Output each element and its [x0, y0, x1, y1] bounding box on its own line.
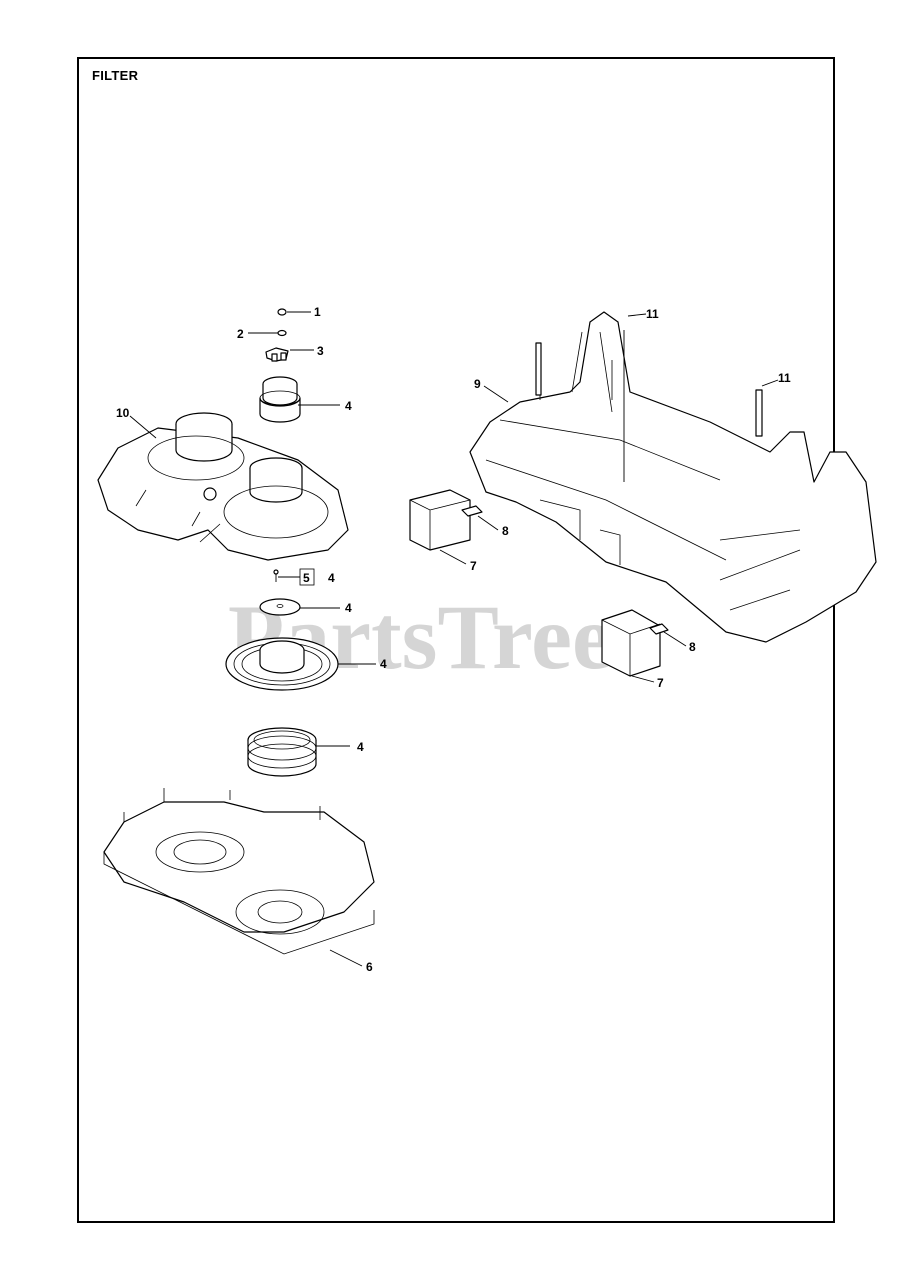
part-4-ring-filter: [247, 727, 317, 777]
callout-4-pin-group: 4: [328, 571, 335, 585]
callout-6: 6: [366, 960, 373, 974]
callout-5-box: [299, 568, 315, 586]
callout-3: 3: [317, 344, 324, 358]
callout-9: 9: [474, 377, 481, 391]
part-8-clip-right: [649, 623, 669, 635]
part-6-base-tray: [103, 788, 375, 955]
part-4-filter-plate: [225, 637, 339, 691]
part-4-disc: [259, 598, 301, 616]
callout-5: 5: [303, 571, 310, 585]
part-4-canister: [259, 376, 301, 423]
callout-4-disc: 4: [345, 601, 352, 615]
part-5-pin: [273, 569, 279, 582]
callout-7-right: 7: [657, 676, 664, 690]
callout-2: 2: [237, 327, 244, 341]
part-9-bracket-frame: [469, 311, 877, 643]
part-8-clip-left: [461, 505, 483, 517]
diagram-frame: [77, 57, 835, 1223]
part-7-block-left: [409, 489, 471, 551]
callout-1: 1: [314, 305, 321, 319]
part-10-filter-housing: [97, 412, 349, 561]
part-7-block-right: [601, 609, 661, 677]
callout-11-top: 11: [646, 307, 659, 321]
callout-8-left: 8: [502, 524, 509, 538]
leader-lines: [129, 311, 779, 967]
callout-7-left: 7: [470, 559, 477, 573]
callout-10: 10: [116, 406, 130, 420]
part-3-clip: [265, 347, 289, 362]
part-2-washer: [277, 329, 287, 337]
diagram-title: FILTER: [92, 68, 139, 83]
callout-4-ring: 4: [357, 740, 364, 754]
callout-4-canister: 4: [345, 399, 352, 413]
callout-4-plate: 4: [380, 657, 387, 671]
part-1-screw: [277, 308, 287, 316]
callout-8-right: 8: [689, 640, 696, 654]
callout-11-right: 11: [778, 371, 791, 385]
